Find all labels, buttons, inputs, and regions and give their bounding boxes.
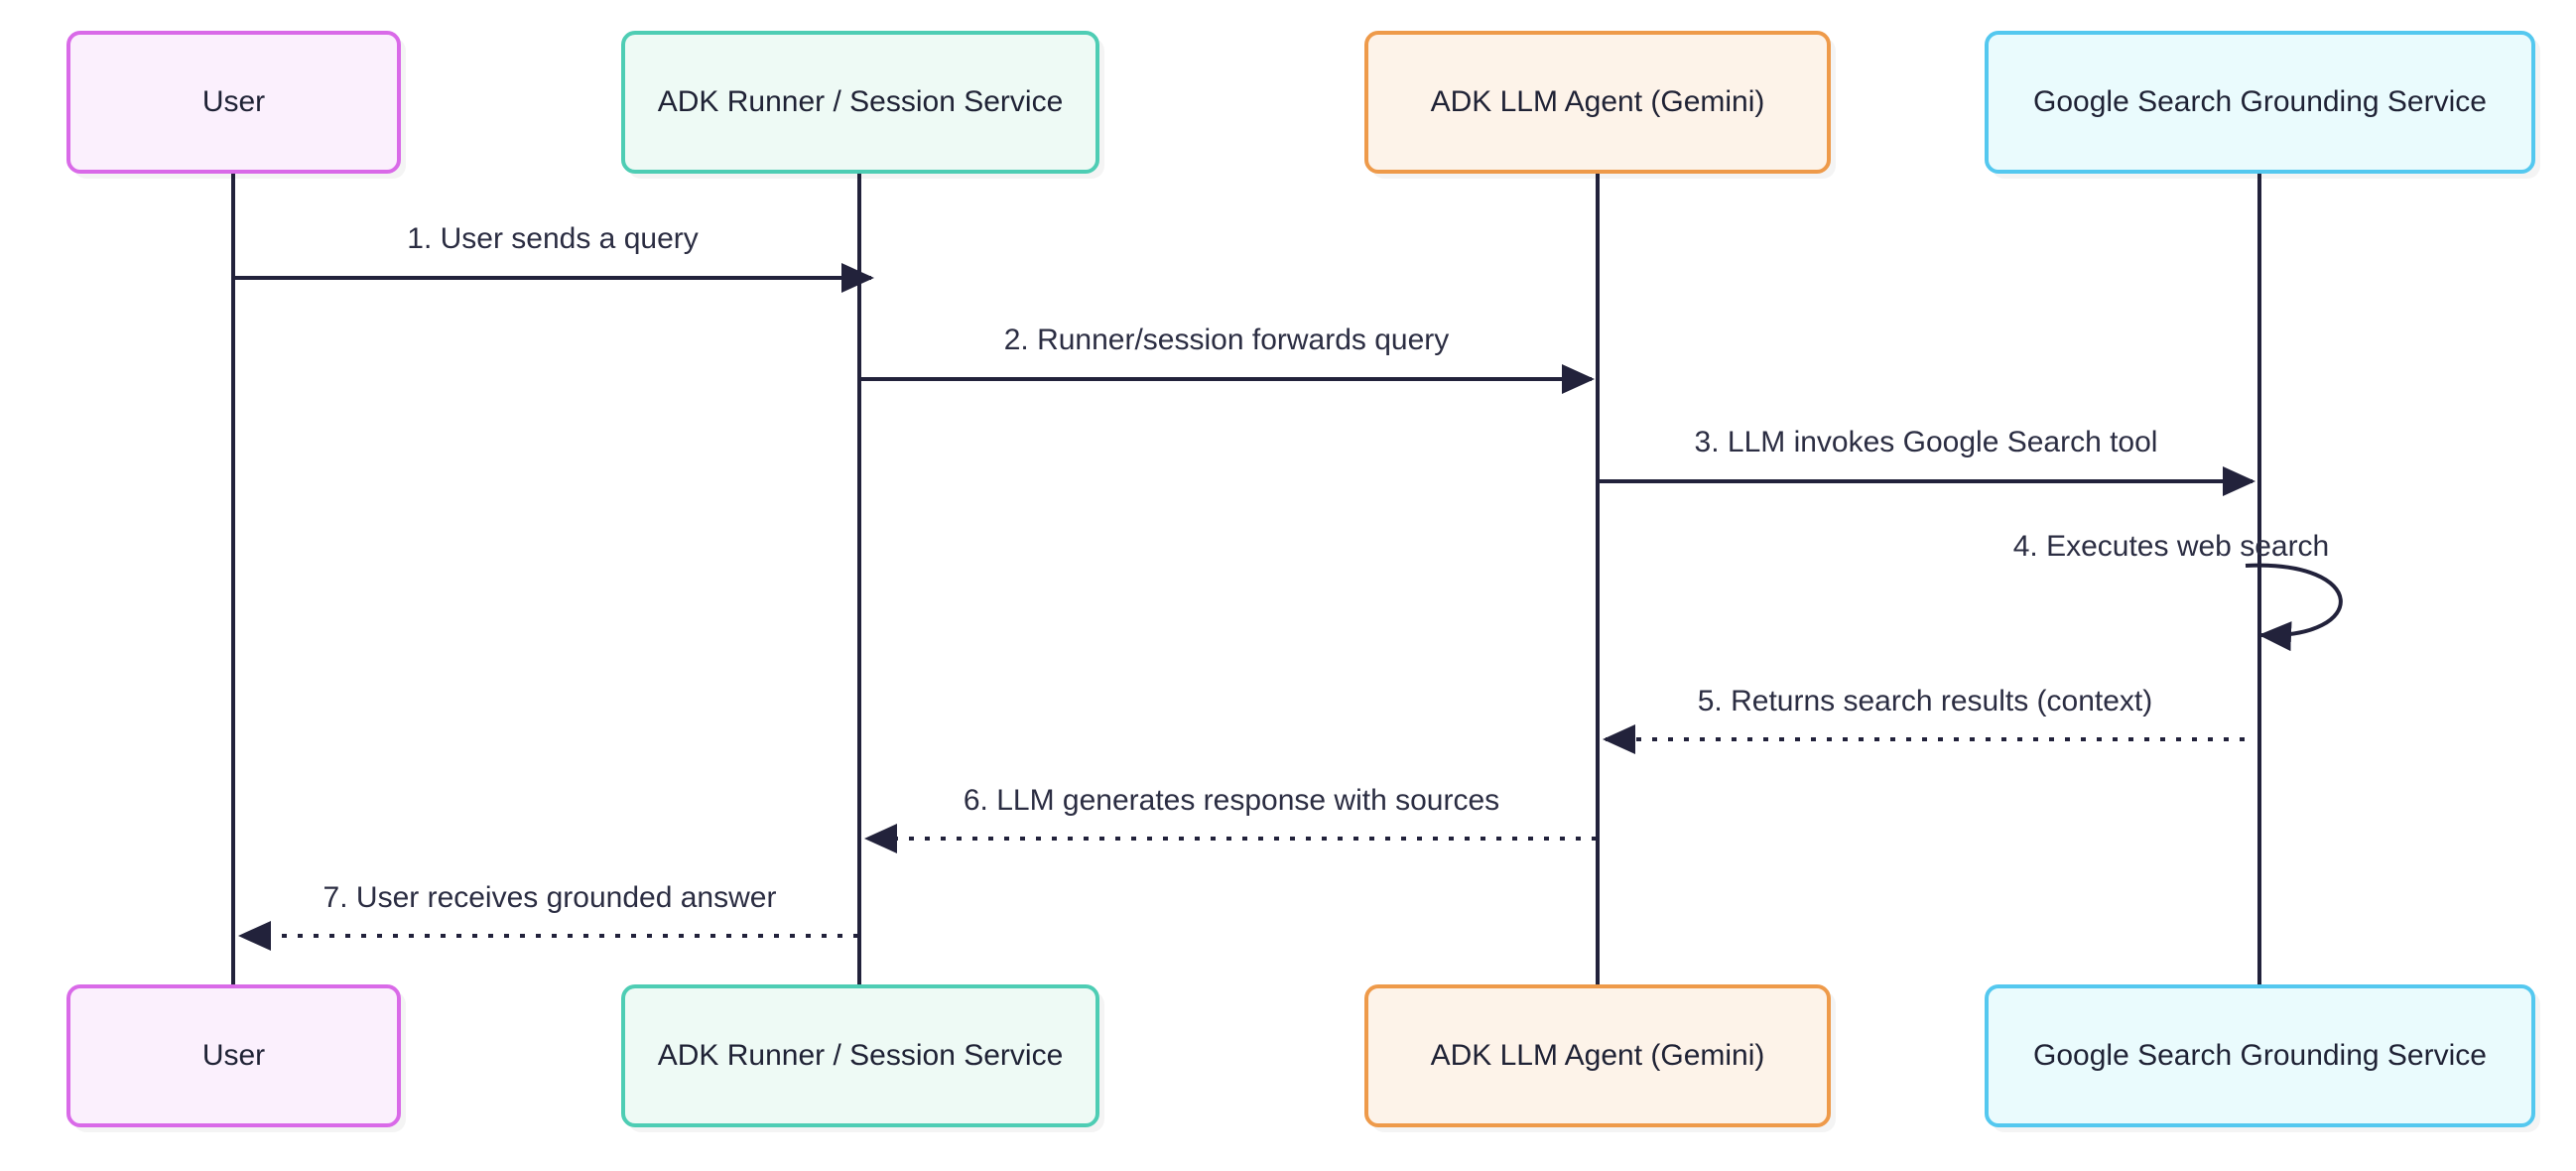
message-arrow-4 xyxy=(2245,563,2343,652)
participant-box-user-top[interactable]: User xyxy=(66,31,401,174)
message-label-6: 6. LLM generates response with sources xyxy=(963,784,1500,817)
message-label-4: 4. Executes web search xyxy=(2012,530,2330,563)
lifelines-group xyxy=(231,174,2261,984)
participant-label-search: Google Search Grounding Service xyxy=(2033,1039,2487,1072)
message-label-5: 5. Returns search results (context) xyxy=(1697,685,2153,717)
participant-label-runner: ADK Runner / Session Service xyxy=(657,1039,1064,1072)
message-label-3: 3. LLM invokes Google Search tool xyxy=(1694,426,2158,458)
participant-label-agent: ADK LLM Agent (Gemini) xyxy=(1430,85,1765,118)
participant-label-user: User xyxy=(201,85,266,118)
participant-label-user: User xyxy=(201,1039,266,1072)
participant-box-user-bottom[interactable]: User xyxy=(66,984,401,1127)
participant-label-runner: ADK Runner / Session Service xyxy=(657,85,1064,118)
participant-box-search-top[interactable]: Google Search Grounding Service xyxy=(1985,31,2535,174)
messages-group xyxy=(234,263,2343,951)
participant-box-runner-bottom[interactable]: ADK Runner / Session Service xyxy=(621,984,1099,1127)
participant-label-search: Google Search Grounding Service xyxy=(2033,85,2487,118)
participant-box-agent-top[interactable]: ADK LLM Agent (Gemini) xyxy=(1364,31,1831,174)
participant-label-agent: ADK LLM Agent (Gemini) xyxy=(1430,1039,1765,1072)
participant-box-runner-top[interactable]: ADK Runner / Session Service xyxy=(621,31,1099,174)
message-label-2: 2. Runner/session forwards query xyxy=(1003,324,1450,356)
participant-box-agent-bottom[interactable]: ADK LLM Agent (Gemini) xyxy=(1364,984,1831,1127)
participant-box-search-bottom[interactable]: Google Search Grounding Service xyxy=(1985,984,2535,1127)
message-label-7: 7. User receives grounded answer xyxy=(322,881,777,914)
message-label-1: 1. User sends a query xyxy=(407,222,699,255)
